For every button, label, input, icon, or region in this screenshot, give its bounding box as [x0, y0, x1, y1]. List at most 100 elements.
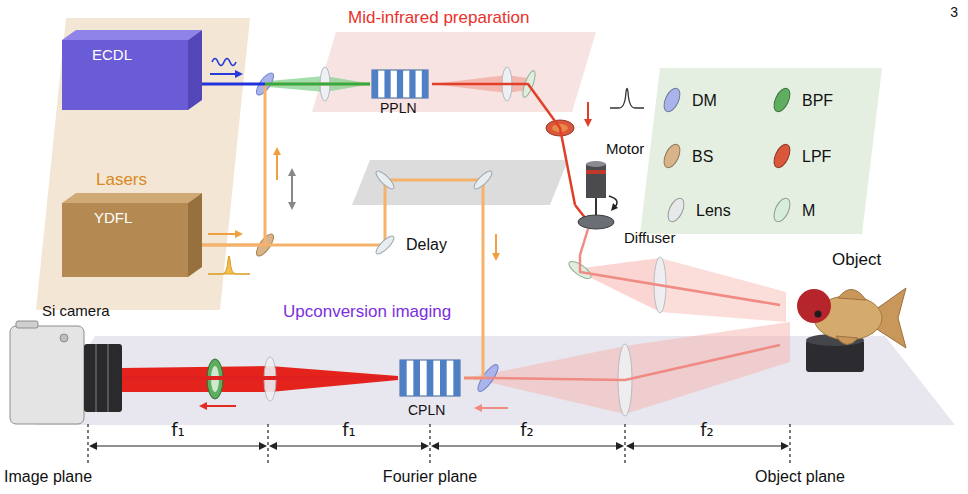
motor-spindle: [595, 198, 597, 216]
plane-marker: [87, 424, 88, 464]
nonlinear-crystal: PPLN: [370, 66, 432, 118]
panel-outline: [38, 336, 955, 425]
dimension-line: [436, 445, 619, 446]
box-top: [62, 30, 202, 40]
camera: Si camera: [6, 306, 122, 426]
rotation-arrow: [609, 196, 617, 208]
goldfish-fin: [838, 289, 866, 300]
crystal-body: [372, 70, 428, 98]
plane-marker: [429, 424, 430, 464]
legend-label: LPF: [802, 148, 831, 166]
diffuser-disc: [578, 215, 614, 229]
arrow-head: [235, 230, 243, 238]
crystal-stripe: [440, 360, 447, 396]
node-outline: [62, 193, 202, 277]
beam-arrow: [276, 154, 278, 180]
plane-label: Fourier plane: [383, 468, 477, 486]
crystal-stripe: [372, 70, 378, 98]
arrow-head: [781, 442, 789, 450]
arrow-head: [431, 442, 439, 450]
long-pass-filter: [546, 120, 574, 136]
beam-splitter: [253, 231, 276, 258]
dimension-line: [274, 445, 424, 446]
dimension-line: [631, 445, 784, 446]
mid-infrared-beam: [580, 229, 588, 255]
long-pass-filter: [552, 124, 568, 132]
node-outline: [0, 300, 968, 430]
legend-label: BS: [692, 148, 713, 166]
panel-outline: [352, 160, 568, 205]
legend-swatch: [660, 141, 684, 170]
box-side: [188, 30, 202, 110]
object: Object: [780, 250, 912, 374]
mirror: [374, 234, 397, 257]
node-outline: [62, 30, 202, 110]
dimension-lines: [88, 424, 790, 464]
node-outline: [36, 18, 250, 310]
arrow-head: [273, 147, 281, 155]
legend-panel: [640, 68, 882, 234]
crystal-stripe: [397, 70, 403, 98]
crystal-stripe: [427, 360, 434, 396]
arrow-head: [616, 442, 624, 450]
panel-outline: [36, 18, 250, 310]
camera-detail: [60, 334, 68, 342]
crystal-label: CPLN: [408, 402, 445, 418]
part-label: Diffuser: [624, 229, 675, 246]
plane-marker: [789, 424, 790, 464]
box-side: [188, 193, 202, 277]
legend-label: Lens: [696, 202, 731, 220]
illumination-cone: [660, 258, 786, 322]
legend-swatch: [770, 85, 794, 114]
section-title: Upconversion imaging: [283, 302, 451, 322]
plane-label: Image plane: [4, 468, 92, 486]
lens: [654, 257, 666, 313]
crystal-label: PPLN: [380, 100, 417, 116]
camera-detail: [16, 321, 38, 328]
part-label: Object: [832, 250, 881, 270]
illumination-beam: [580, 255, 780, 305]
arrow-head: [288, 202, 296, 210]
legend-label: BPF: [802, 92, 833, 110]
goldfish-body: [814, 296, 882, 340]
crystal-body: [400, 360, 460, 396]
dichroic-mirror: [253, 70, 276, 97]
laser-box: ECDL: [62, 30, 202, 110]
mid-infrared-beam: [575, 205, 586, 219]
motor: Motor: [580, 138, 656, 205]
part-label: Motor: [606, 140, 644, 157]
crystal-stripe: [453, 360, 460, 396]
crystal-stripe: [384, 70, 390, 98]
goldfish-eye: [815, 311, 822, 318]
illumination-cone: [583, 258, 660, 312]
arrow-head: [288, 168, 296, 176]
stage-label: Delay: [406, 236, 447, 254]
page-number: 3: [950, 4, 958, 20]
panel-title: Lasers: [96, 170, 147, 190]
legend-label: DM: [692, 92, 717, 110]
crystal-stripe: [422, 70, 428, 98]
laser-box: YDFL: [62, 193, 202, 277]
beam-arrow: [587, 102, 589, 120]
arrow-head: [611, 203, 618, 211]
delay-double-arrow: [291, 176, 293, 202]
legend-label: M: [802, 202, 815, 220]
part-label: Si camera: [42, 302, 110, 319]
section-panel: Mid-infrared preparationPPLN: [296, 6, 596, 114]
goldfish-head: [797, 289, 831, 323]
legend-swatch: [770, 141, 794, 170]
arrow-head: [492, 253, 500, 261]
laser-name: YDFL: [94, 209, 132, 226]
mirror: [566, 258, 593, 281]
crystal-stripe: [400, 360, 407, 396]
focal-length: f₁: [342, 420, 356, 441]
legend-swatch: [660, 85, 684, 114]
crystal-stripe: [413, 360, 420, 396]
arrow-head: [584, 119, 592, 127]
pulse-icon: [610, 89, 644, 109]
legend-swatch: [770, 195, 794, 224]
plane-label: Object plane: [755, 468, 845, 486]
box-top: [62, 193, 202, 203]
beam-arrow: [495, 234, 497, 254]
